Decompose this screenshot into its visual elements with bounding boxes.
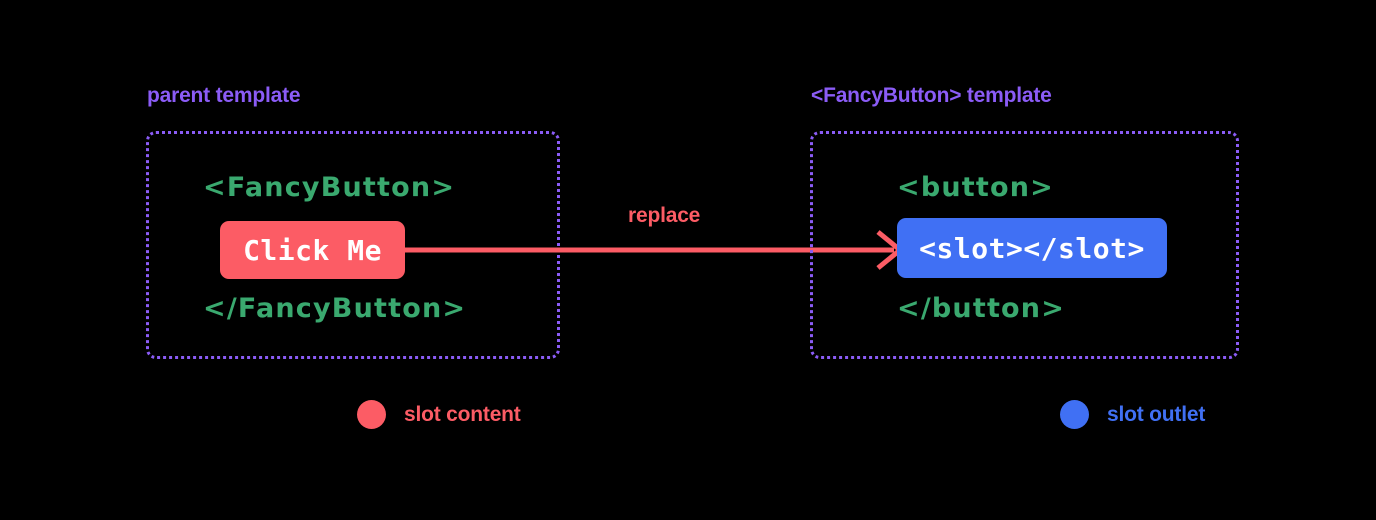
code-tag-fancybutton-open: <FancyButton> xyxy=(203,172,456,203)
fancybutton-template-title: <FancyButton> template xyxy=(811,84,1052,107)
parent-template-title: parent template xyxy=(147,84,301,107)
code-tag-button-open: <button> xyxy=(897,172,1054,203)
legend-label-slot-outlet: slot outlet xyxy=(1107,402,1206,426)
code-tag-fancybutton-close: </FancyButton> xyxy=(203,293,467,324)
legend-label-slot-content: slot content xyxy=(404,402,521,426)
code-tag-button-close: </button> xyxy=(897,293,1066,324)
legend-item-slot-outlet: slot outlet xyxy=(1060,400,1205,429)
fancybutton-template-box xyxy=(810,131,1239,359)
red-circle-icon xyxy=(357,400,386,429)
slot-content-chip: Click Me xyxy=(220,221,405,279)
replace-label: replace xyxy=(628,204,701,227)
legend-item-slot-content: slot content xyxy=(357,400,521,429)
parent-template-box xyxy=(146,131,560,359)
slot-outlet-chip: <slot></slot> xyxy=(897,218,1167,278)
blue-circle-icon xyxy=(1060,400,1089,429)
